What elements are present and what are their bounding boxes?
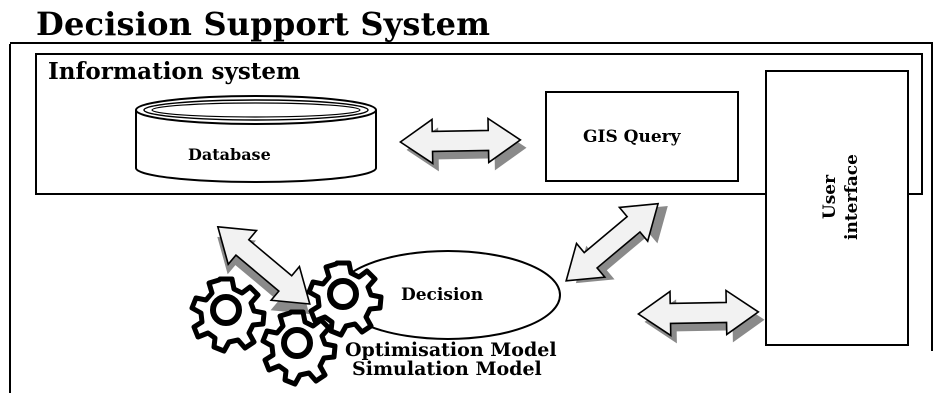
- simulation-model-label: Simulation Model: [352, 358, 542, 380]
- double-arrow-icon: [637, 289, 765, 344]
- gear-icon: [192, 279, 264, 351]
- user-interface-label-line2: interface: [842, 154, 862, 240]
- gis-query-box: [545, 91, 739, 182]
- gear-icon: [263, 312, 335, 384]
- user-interface-label-line1: User: [819, 174, 840, 220]
- optimisation-model-label: Optimisation Model: [345, 339, 557, 361]
- information-system-title: Information system: [48, 58, 301, 85]
- diagram-title: Decision Support System: [36, 5, 491, 43]
- database-icon: [135, 95, 377, 183]
- user-interface-label: User interface: [791, 137, 891, 257]
- gis-query-label: GIS Query: [583, 127, 681, 147]
- database-label: Database: [188, 145, 271, 164]
- dss-frame: [9, 42, 933, 393]
- double-arrow-icon: [551, 186, 682, 300]
- user-interface-box: [765, 70, 909, 346]
- decision-label: Decision: [401, 285, 484, 305]
